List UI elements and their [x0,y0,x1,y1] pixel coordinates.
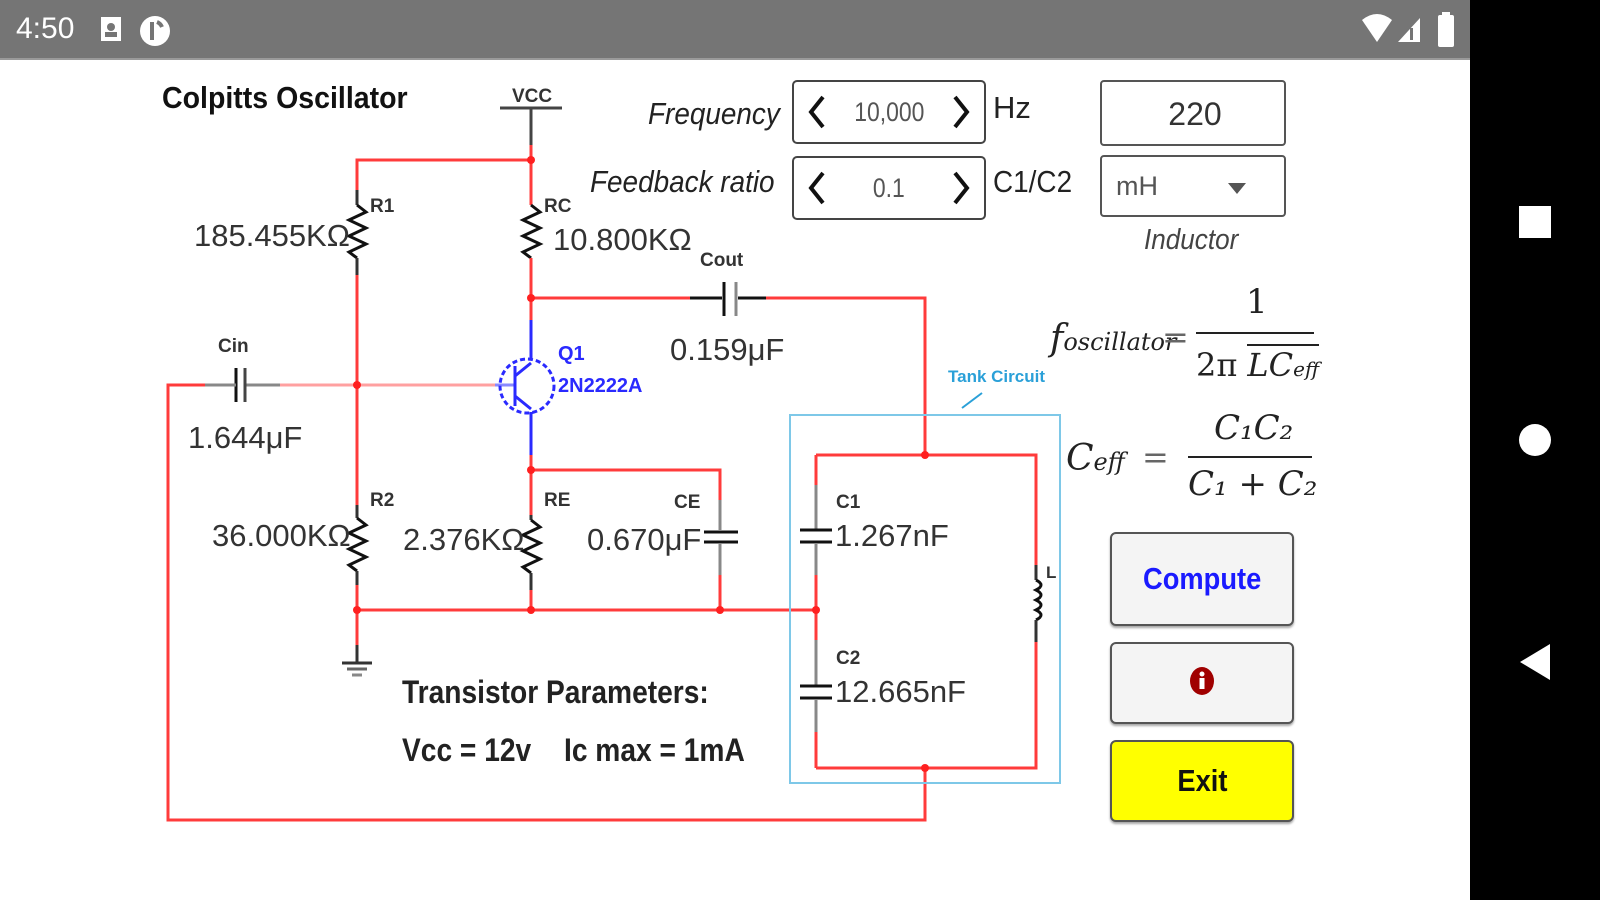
c2-value: 12.665nF [835,674,966,709]
dropdown-arrow-icon [1228,171,1246,202]
inductor-value-input[interactable] [1102,82,1288,146]
r1-value: 185.455KΩ [194,218,350,253]
fraction-bar [1188,456,1312,458]
tank-circuit-label: Tank Circuit [948,367,1045,386]
rc-name: RC [544,196,572,217]
exit-button[interactable]: Exit [1110,740,1294,822]
back-button[interactable] [1500,632,1570,692]
junction-dot [527,156,535,164]
f-lhs: foscillator [1050,318,1177,359]
c-numerator: C₁C₂ [1214,408,1294,448]
home-icon [1519,424,1551,456]
cin-name: Cin [218,336,249,357]
cout-name: Cout [700,250,744,271]
inductor-unit-selected: mH [1116,170,1158,201]
vcc-param: Vcc = 12v [402,732,532,768]
rc-value: 10.800KΩ [553,222,692,257]
equals-sign: = [1162,318,1189,356]
info-icon [1189,666,1215,701]
ce-name: CE [674,492,700,513]
wifi-icon [1360,12,1394,49]
frequency-increment-button[interactable] [938,82,984,142]
junction-dot [353,381,361,389]
r1-name: R1 [370,196,395,217]
re-value: 2.376KΩ [403,522,524,557]
status-bar: 4:50 [0,0,1470,60]
vcc-label: VCC [512,86,552,107]
q1-transistor [498,357,556,415]
home-button[interactable] [1500,410,1570,470]
frequency-stepper[interactable]: 10,000 [792,80,986,144]
exit-button-label: Exit [1176,763,1228,798]
cin-value: 1.644μF [188,420,302,455]
ic-max-param: Ic max = 1mA [564,732,745,768]
cout-value: 0.159μF [670,332,784,367]
c-denominator: C₁ + C₂ [1188,464,1318,504]
frequency-label: Frequency [648,96,780,131]
feedback-ratio-label: Feedback ratio [590,164,775,199]
compute-button[interactable]: Compute [1110,532,1294,626]
contact-card-icon [100,14,122,49]
ce-value: 0.670μF [587,522,701,557]
feedback-ratio-value: 0.1 [873,172,905,203]
inductor-coil [1032,578,1043,622]
c1-name: C1 [836,492,861,513]
cell-signal-icon [1396,14,1422,49]
app-content: Colpitts Oscillator [0,60,1470,900]
frequency-value: 10,000 [853,96,925,127]
wire-top-rail [355,145,533,190]
frequency-unit: Hz [993,90,1031,125]
back-icon [1520,644,1550,680]
fraction-bar [1196,332,1314,334]
inductor-value-field[interactable] [1100,80,1288,146]
circuit-schematic: VCC R1 185.455KΩ RC 10.800KΩ Cout 0.159μ… [166,86,1061,822]
re-name: RE [544,490,570,511]
l-name: L [1046,563,1056,582]
recents-button[interactable] [1500,192,1570,252]
re-resistor [519,518,544,575]
equals-sign: = [1142,438,1169,476]
feedback-ratio-unit: C1/C2 [993,164,1073,199]
inductor-unit-dropdown[interactable]: mH [1100,155,1286,217]
f-numerator: 1 [1246,282,1268,322]
c-lhs: Ceff [1066,438,1125,479]
junction-dot [527,606,535,614]
r1-resistor [345,203,370,260]
transistor-params-heading: Transistor Parameters: [402,674,709,710]
status-time: 4:50 [16,12,75,45]
tank-circuit-box [789,414,1061,784]
junction-dot [921,764,929,772]
inductor-label: Inductor [1144,224,1239,256]
r2-resistor [345,516,370,573]
c2-name: C2 [836,648,860,669]
frequency-decrement-button[interactable] [794,82,840,142]
junction-dot [353,606,361,614]
feedback-increment-button[interactable] [938,158,984,218]
c1-value: 1.267nF [835,518,949,553]
battery-icon [1436,12,1456,53]
junction-dot [812,606,820,614]
r2-name: R2 [370,490,394,511]
compute-button-label: Compute [1142,561,1262,596]
feedback-decrement-button[interactable] [794,158,840,218]
navigation-bar [1470,0,1600,900]
recents-icon [1519,206,1551,238]
page-title: Colpitts Oscillator [162,80,408,115]
r2-value: 36.000KΩ [212,518,351,553]
junction-dot [716,606,724,614]
junction-dot [527,294,535,302]
feedback-ratio-stepper[interactable]: 0.1 [792,156,986,220]
info-button[interactable] [1110,642,1294,724]
junction-dot [921,451,929,459]
rc-resistor [519,203,544,260]
junction-dot [527,466,535,474]
data-saver-icon [138,14,172,53]
q1-name: Q1 [558,343,585,365]
q1-part: 2N2222A [558,375,643,397]
